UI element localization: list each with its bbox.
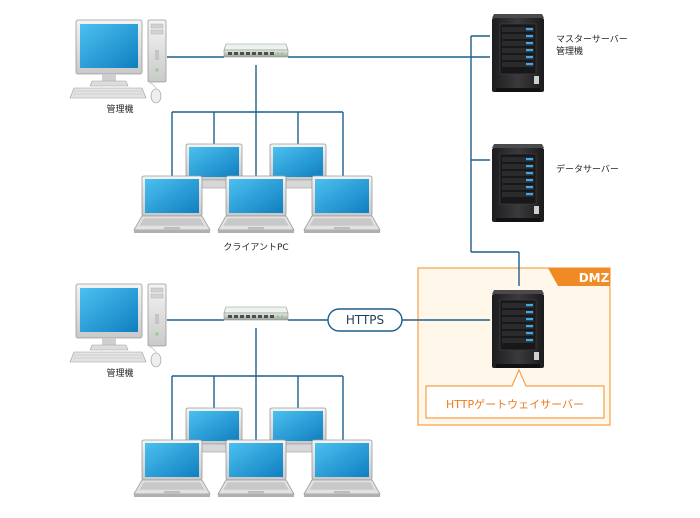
client-pc-front-5 (217, 439, 295, 498)
switching-hub-bottom (223, 306, 289, 321)
admin-pc-top (69, 19, 167, 104)
data-server (491, 143, 545, 223)
client-pc-front-1 (133, 175, 211, 234)
master-server-label-line1: マスターサーバー (556, 34, 628, 45)
client-pc-front-3 (303, 175, 381, 234)
dmz-badge-label: DMZ (579, 271, 610, 285)
data-server-label: データサーバー (556, 163, 619, 175)
master-server-label-line2: 管理機 (556, 45, 583, 57)
gateway-label: HTTPゲートウェイサーバー (446, 398, 584, 411)
admin-pc-top-label: 管理機 (106, 103, 133, 115)
https-connection: HTTPS (327, 308, 403, 332)
admin-pc-bottom (69, 283, 167, 368)
client-pcs-label: クライアントPC (223, 242, 288, 253)
client-pc-front-2 (217, 175, 295, 234)
gateway-callout: HTTPゲートウェイサーバー (425, 368, 605, 419)
master-server (491, 13, 545, 93)
https-label: HTTPS (346, 313, 384, 327)
admin-pc-bottom-label: 管理機 (106, 367, 133, 379)
client-pc-front-4 (133, 439, 211, 498)
http-gateway-server (491, 289, 545, 369)
dmz-badge (548, 268, 610, 286)
switching-hub-top (223, 43, 289, 58)
network-cables (167, 35, 520, 442)
client-pc-front-6 (303, 439, 381, 498)
